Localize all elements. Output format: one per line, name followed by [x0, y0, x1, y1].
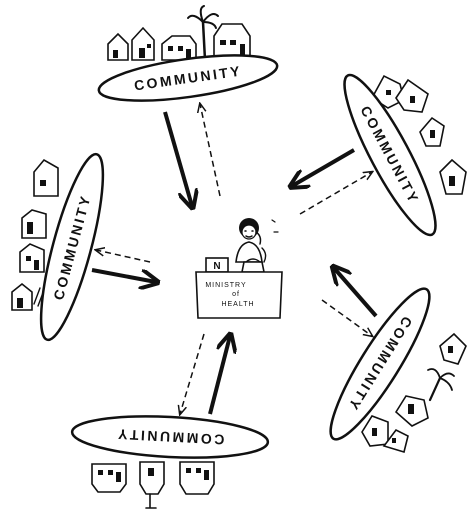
house-icon: [162, 36, 196, 60]
house-icon: [108, 34, 128, 60]
house-icon: [12, 284, 32, 310]
ministry-of-health: N MINISTRY of HEALTH: [196, 218, 282, 318]
dashed-arrow-ministry-to-top: [200, 104, 220, 196]
health-worker-figure: [236, 218, 278, 262]
ministry-label-line1: MINISTRY: [205, 282, 246, 289]
community-bottom: COMMUNITY: [71, 412, 269, 508]
house-icon: [34, 160, 58, 196]
community-left: COMMUNITY: [12, 149, 115, 344]
house-icon: [92, 464, 126, 492]
house-icon: [132, 28, 154, 60]
house-icon: [362, 416, 388, 446]
dashed-arrow-ministry-to-bottom: [180, 334, 204, 414]
solid-arrow-left-to-ministry: [92, 270, 156, 282]
house-icon: [440, 334, 466, 364]
house-icon: [420, 118, 444, 146]
community-lower-right: COMMUNITY: [317, 279, 466, 452]
community-top: COMMUNITY: [96, 6, 280, 109]
house-icon: [140, 462, 164, 508]
houses-bottom: [92, 462, 214, 508]
solid-arrow-top-to-ministry: [165, 112, 192, 206]
name-sign-letter: N: [213, 261, 220, 272]
solid-arrow-bottom-to-ministry: [210, 336, 230, 414]
community-right: COMMUNITY: [331, 67, 466, 244]
solid-arrow-lower-right-to-ministry: [334, 268, 376, 316]
house-icon: [396, 396, 428, 426]
house-icon: [180, 462, 214, 494]
houses-top: [108, 6, 250, 60]
ministry-label-line3: HEALTH: [221, 301, 254, 308]
house-icon: [440, 160, 466, 194]
dashed-arrow-ministry-to-left: [96, 250, 150, 262]
telephone-icon: [242, 262, 264, 272]
house-icon: [20, 244, 44, 272]
dashed-arrow-ministry-to-right: [300, 172, 372, 214]
solid-arrow-right-to-ministry: [292, 150, 354, 186]
house-icon: [22, 210, 46, 238]
palm-tree-icon: [428, 369, 454, 400]
ministry-label-line2: of: [232, 291, 240, 298]
